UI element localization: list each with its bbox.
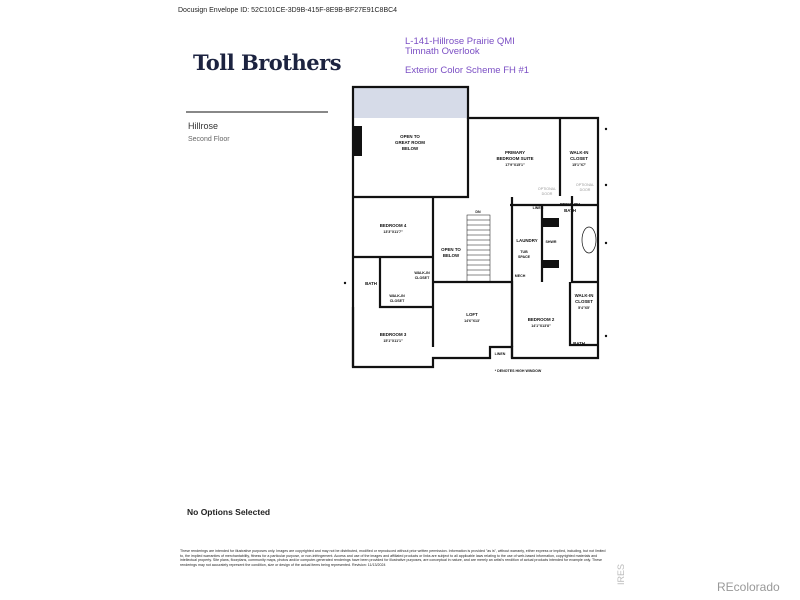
fireplace <box>353 126 362 156</box>
brand-logo: Toll Brothers <box>193 50 342 75</box>
options-status: No Options Selected <box>187 507 271 517</box>
lot-line-2: Timnath Overlook <box>405 46 480 57</box>
high-window-markers <box>343 127 608 338</box>
lot-info: L-141-Hillrose Prairie QMI Timnath Overl… <box>405 37 515 57</box>
bath2-label: BATH <box>573 341 585 346</box>
linen-bottom-label: LINEN <box>495 352 506 356</box>
linen-label: LINEN <box>533 206 544 210</box>
shower-bench <box>542 218 559 227</box>
laundry-label: LAUNDRY <box>516 238 537 243</box>
seat-block <box>542 260 559 268</box>
divider <box>186 111 328 113</box>
tub <box>581 226 597 254</box>
walls <box>351 85 600 369</box>
disclaimer: These renderings are intended for illust… <box>180 549 606 567</box>
mech-label: MECH <box>515 274 526 278</box>
watermark: REcolorado <box>717 580 780 594</box>
color-scheme: Exterior Color Scheme FH #1 <box>405 65 530 76</box>
stairs-down-label: DN <box>475 210 481 214</box>
seat-label: SEAT <box>546 255 556 259</box>
stairs <box>466 214 491 283</box>
open-area-fill <box>354 88 468 118</box>
envelope-id: Docusign Envelope ID: 52C101CE-3D9B-415F… <box>178 7 398 14</box>
high-window-legend: * DENOTES HIGH WINDOW <box>495 369 542 373</box>
plan-name: Hillrose <box>188 121 219 131</box>
bath-label: BATH <box>365 281 377 286</box>
floor-label: Second Floor <box>188 136 230 143</box>
shower-label: SHWR <box>546 240 557 244</box>
lot-line-1: L-141-Hillrose Prairie QMI <box>405 36 515 47</box>
